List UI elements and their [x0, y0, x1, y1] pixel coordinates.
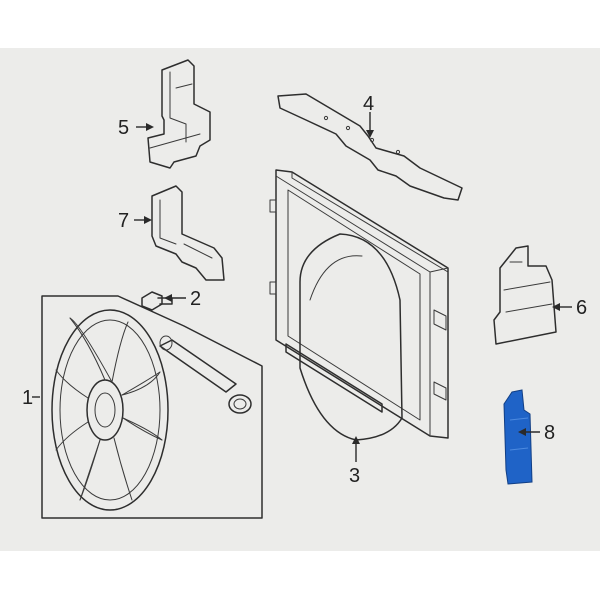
- callout-3: 3: [349, 465, 360, 487]
- bracket-part-7[interactable]: [151, 185, 225, 281]
- bracket-part-5[interactable]: [147, 59, 211, 169]
- callout-7: 7: [118, 210, 129, 232]
- callout-4: 4: [363, 93, 374, 115]
- callout-8: 8: [544, 422, 555, 444]
- bracket-part-6[interactable]: [493, 245, 557, 345]
- callout-1: 1: [22, 387, 33, 409]
- callout-2: 2: [190, 288, 201, 310]
- fan-assembly-part-1[interactable]: [41, 295, 263, 519]
- callout-6: 6: [576, 297, 587, 319]
- top-bracket-part-4[interactable]: [277, 93, 463, 201]
- radiator-shroud-part-3[interactable]: [269, 169, 449, 441]
- callout-5: 5: [118, 117, 129, 139]
- highlighted-panel-part-8[interactable]: [503, 389, 533, 485]
- callout-leaders: [32, 112, 572, 462]
- bolt-part-2[interactable]: [141, 291, 173, 311]
